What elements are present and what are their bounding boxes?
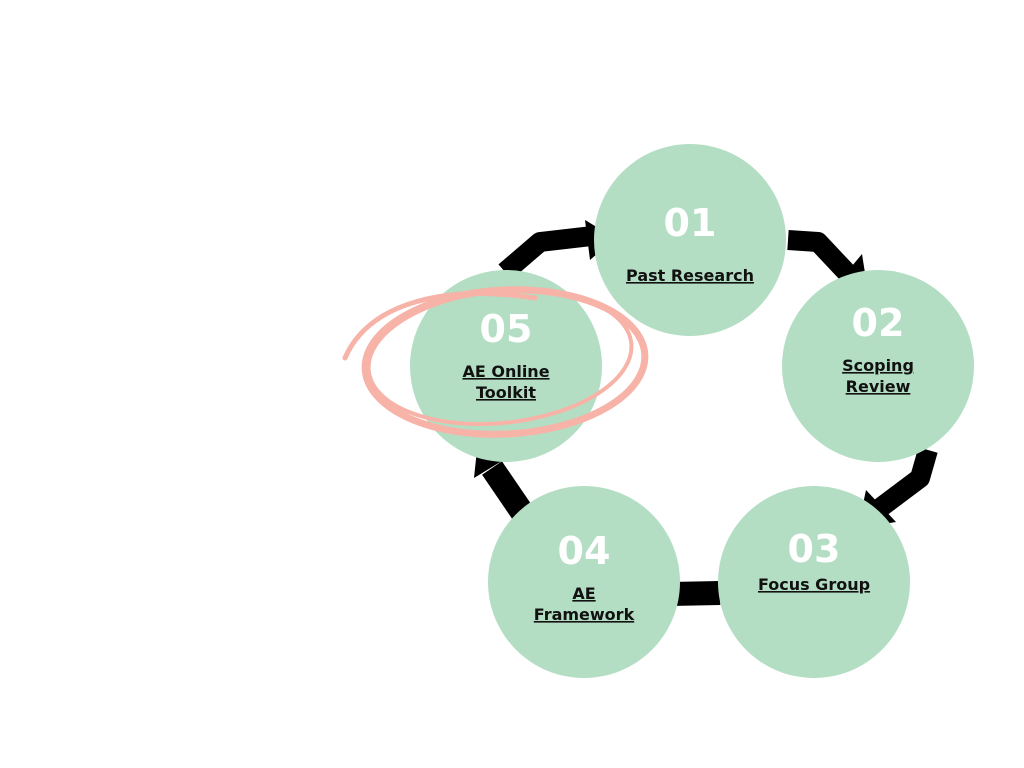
step-label[interactable]: Review <box>846 377 911 396</box>
step-circle <box>782 270 974 462</box>
step-label[interactable]: AE Online <box>462 362 549 381</box>
step-number: 02 <box>852 301 905 345</box>
step-label[interactable]: Scoping <box>842 356 914 375</box>
step-circle <box>488 486 680 678</box>
step-number: 01 <box>664 201 717 245</box>
step-circle <box>718 486 910 678</box>
highlight-scribble-circle <box>342 286 649 438</box>
step-number: 04 <box>558 529 611 573</box>
step-label[interactable]: Framework <box>534 605 635 624</box>
step-label[interactable]: Past Research <box>626 266 754 285</box>
step-circle <box>594 144 786 336</box>
step-label[interactable]: AE <box>572 584 595 603</box>
step-label[interactable]: Toolkit <box>476 383 536 402</box>
step-number: 03 <box>788 527 841 571</box>
step-label[interactable]: Focus Group <box>758 575 870 594</box>
step-number: 05 <box>480 307 533 351</box>
